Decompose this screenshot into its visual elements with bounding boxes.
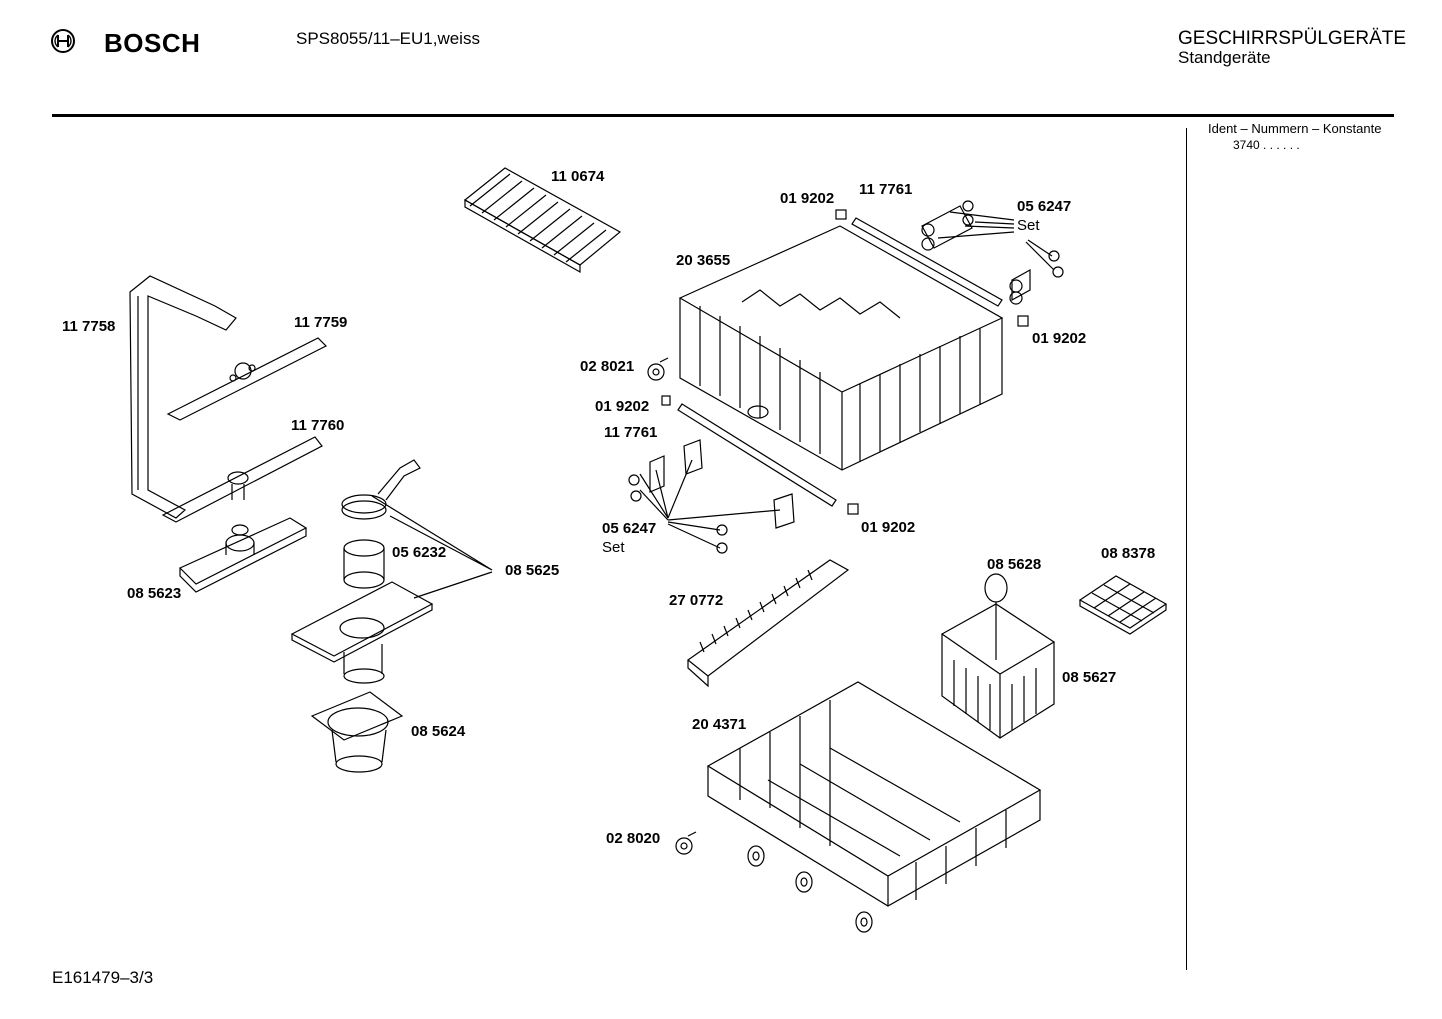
- grid-insert-part: [1078, 575, 1168, 635]
- comb-insert-part: [463, 167, 622, 274]
- label-270772: 27 0772: [669, 592, 723, 609]
- leader-lines: [371, 211, 1055, 599]
- label-019202-top: 01 9202: [780, 190, 834, 207]
- label-085628: 08 5628: [987, 556, 1041, 573]
- wheel-roller-upper: [647, 357, 669, 381]
- lower-spray-arm-part: [161, 436, 323, 523]
- label-117760: 11 7760: [291, 417, 344, 434]
- label-117759: 11 7759: [294, 314, 347, 331]
- label-019202-right: 01 9202: [1032, 330, 1086, 347]
- filter-ring-part: [341, 459, 421, 589]
- basket-rail-part: [677, 217, 1003, 507]
- label-set-top: Set: [1017, 217, 1040, 234]
- wheel-rollers-lower: [675, 831, 873, 933]
- label-028021: 02 8021: [580, 358, 634, 375]
- upper-spray-arm-part: [166, 337, 328, 421]
- coarse-filter-part: [310, 691, 404, 773]
- label-117761-top: 11 7761: [859, 181, 912, 198]
- spray-arm-holder-part: [178, 517, 308, 593]
- cutlery-basket-part: [940, 573, 1056, 739]
- rail-stop-clips: [661, 209, 1029, 515]
- bosch-logo-icon: [51, 29, 75, 53]
- roller-set-bottom: [628, 439, 795, 554]
- label-203655: 20 3655: [676, 252, 730, 269]
- footer-code: E161479–3/3: [52, 968, 154, 987]
- label-019202-bottom: 01 9202: [861, 519, 915, 536]
- side-divider: [1186, 128, 1187, 970]
- ident-value: 3740 . . . . . .: [1233, 138, 1300, 152]
- label-056247-top: 05 6247: [1017, 198, 1071, 215]
- ident-label: Ident – Nummern – Konstante: [1208, 121, 1382, 136]
- label-085625: 08 5625: [505, 562, 559, 579]
- label-019202-left: 01 9202: [595, 398, 649, 415]
- category-subtitle: Standgeräte: [1178, 48, 1271, 67]
- cup-shelf-part: [687, 559, 850, 688]
- label-028020: 02 8020: [606, 830, 660, 847]
- brand-name: BOSCH: [104, 28, 201, 58]
- label-056247-bottom: 05 6247: [602, 520, 656, 537]
- upper-basket-part: [678, 225, 1004, 471]
- model-number: SPS8055/11–EU1,weiss: [296, 29, 480, 48]
- roller-set-top: [921, 200, 1064, 305]
- header-divider: [52, 114, 1394, 117]
- label-204371: 20 4371: [692, 716, 746, 733]
- label-085624: 08 5624: [411, 723, 466, 740]
- label-110674: 11 0674: [551, 168, 605, 185]
- label-085627: 08 5627: [1062, 669, 1116, 686]
- label-085623: 08 5623: [127, 585, 181, 602]
- part-labels: 11 0674 01 9202 11 7761 05 6247 Set 20 3…: [62, 168, 1155, 847]
- label-056232: 05 6232: [392, 544, 446, 561]
- label-117758: 11 7758: [62, 318, 115, 335]
- label-set-bottom: Set: [602, 539, 625, 556]
- label-088378: 08 8378: [1101, 545, 1155, 562]
- flat-filter-part: [290, 581, 434, 684]
- category-title: GESCHIRRSPÜLGERÄTE: [1178, 28, 1407, 49]
- lower-basket-part: [706, 681, 1042, 907]
- label-117761-left: 11 7761: [604, 424, 657, 441]
- supply-pipe-part: [129, 275, 237, 519]
